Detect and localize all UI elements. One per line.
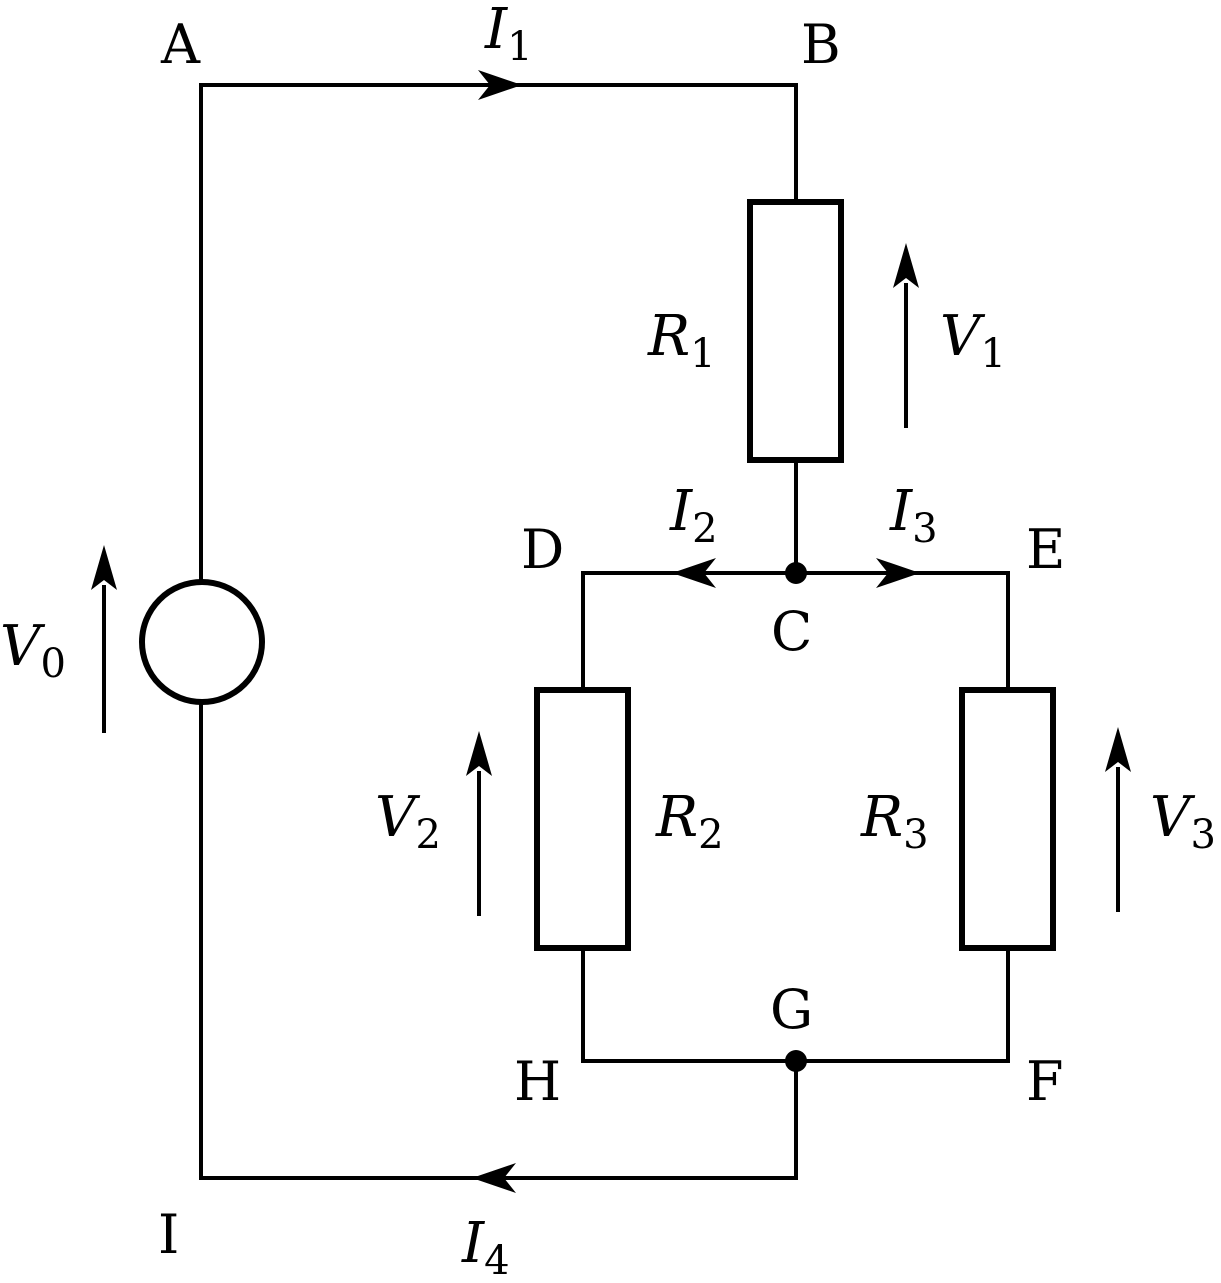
node-label-i: I <box>158 1203 179 1266</box>
resistor-r2 <box>534 687 631 951</box>
node-label-a: A <box>160 13 201 76</box>
current-arrow-i3 <box>876 558 920 588</box>
current-label-i4: I4 <box>461 1211 510 1283</box>
current-arrow-i1 <box>478 70 522 100</box>
current-label-i1: I1 <box>484 0 533 70</box>
node-label-h: H <box>514 1050 561 1113</box>
voltage-label-v2: V2 <box>375 785 441 858</box>
node-label-b: B <box>801 13 841 76</box>
resistor-label-r2: R2 <box>655 785 724 858</box>
voltage-source <box>139 579 265 705</box>
voltage-label-v0: V0 <box>0 614 66 687</box>
node-label-e: E <box>1026 518 1065 581</box>
wires <box>199 83 1010 1180</box>
voltage-label-v3: V3 <box>1150 785 1216 858</box>
resistor-label-r1: R1 <box>647 304 716 377</box>
voltage-arrow-v0 <box>91 545 117 733</box>
voltage-label-v1: V1 <box>940 304 1006 377</box>
wire-bottom-return <box>199 702 798 1180</box>
junction-c <box>785 562 807 584</box>
node-label-c: C <box>771 600 812 663</box>
node-label-g: G <box>770 978 813 1041</box>
resistor-r3 <box>959 687 1056 951</box>
node-label-d: D <box>521 518 564 581</box>
node-label-f: F <box>1026 1050 1063 1113</box>
current-label-i2: I2 <box>669 479 718 552</box>
junction-g <box>785 1050 807 1072</box>
resistor-label-r3: R3 <box>860 785 929 858</box>
current-arrow-i2 <box>672 558 716 588</box>
voltage-arrow-v3 <box>1105 727 1131 912</box>
resistor-r1 <box>747 199 844 463</box>
current-arrow-i4 <box>472 1163 516 1193</box>
current-label-i3: I3 <box>889 479 938 552</box>
voltage-arrow-v1 <box>893 243 919 428</box>
voltage-arrow-v2 <box>466 731 492 916</box>
